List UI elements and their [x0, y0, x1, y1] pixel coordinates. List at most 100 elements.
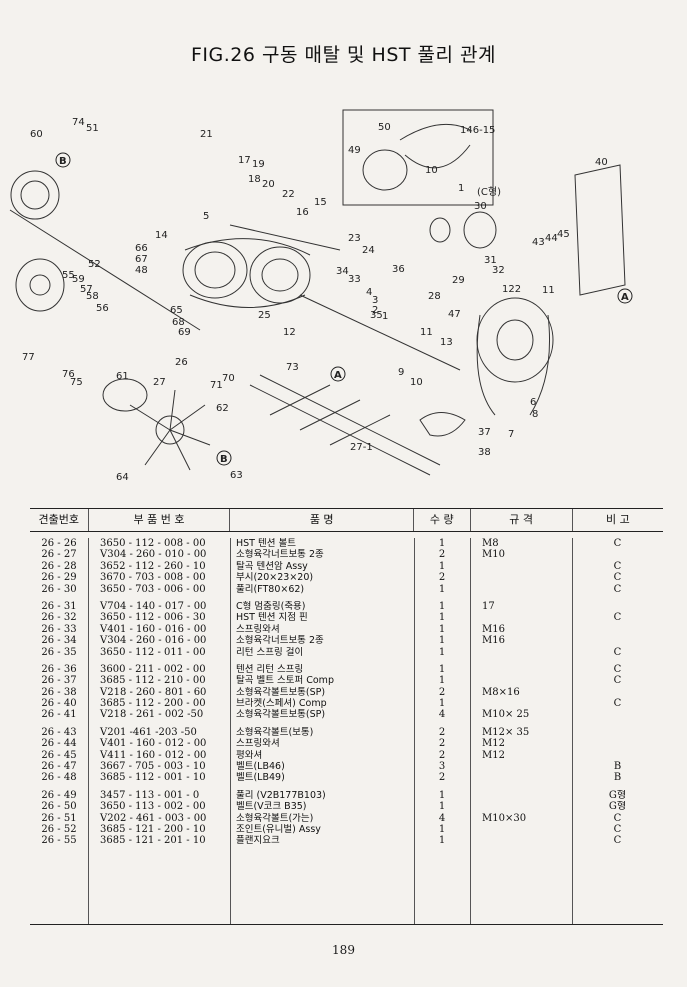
qty-cell: 1: [438, 835, 446, 847]
svg-text:34: 34: [336, 266, 349, 277]
svg-text:A: A: [334, 370, 342, 381]
svg-text:51: 51: [86, 123, 99, 134]
item-no-cell: 26 - 48: [41, 772, 77, 784]
part-name-cell: 소형육각너트보통 2종: [236, 635, 324, 647]
part-name-cell: 풀리(FT80×62): [236, 583, 305, 595]
svg-text:(C형): (C형): [477, 186, 501, 198]
part-no-cell: 3685 - 112 - 210 - 00: [100, 675, 206, 687]
item-no-cell: 26 - 50: [41, 801, 77, 813]
svg-text:40: 40: [595, 157, 608, 168]
item-no-cell: 26 - 38: [41, 686, 77, 698]
column-divider: [470, 538, 471, 924]
part-name-cell: 탈곡 텐션암 Assy: [236, 560, 308, 572]
spec-cell: M12× 35: [482, 726, 530, 738]
qty-cell: 2: [438, 686, 446, 698]
qty-cell: 2: [438, 726, 446, 738]
part-name-cell: 소형육각볼트보통(SP): [236, 709, 326, 721]
qty-cell: 3: [438, 761, 446, 773]
item-no-cell: 26 - 35: [41, 646, 77, 658]
spec-cell: M12: [482, 749, 505, 761]
svg-text:52: 52: [88, 259, 101, 270]
part-name-cell: 플랜지요크: [236, 835, 280, 847]
svg-text:71: 71: [210, 380, 223, 391]
svg-text:64: 64: [116, 472, 129, 483]
svg-text:20: 20: [262, 179, 275, 190]
svg-text:38: 38: [478, 447, 491, 458]
note-cell: [572, 624, 663, 635]
header-qty: 수 량: [414, 509, 471, 531]
item-no-cell: 26 - 51: [41, 812, 77, 824]
part-no-cell: V201 -461 -203 -50: [100, 726, 197, 738]
note-cell: C: [613, 538, 622, 549]
svg-text:146-15: 146-15: [460, 125, 495, 136]
svg-text:25: 25: [258, 310, 271, 321]
svg-text:35: 35: [370, 310, 383, 321]
note-cell: [572, 738, 663, 749]
figure-title: FIG.26 구동 매탈 및 HST 풀리 관계: [191, 44, 496, 66]
spec-cell: [470, 698, 572, 709]
svg-text:33: 33: [348, 274, 361, 285]
part-no-cell: 3650 - 112 - 006 - 30: [100, 612, 206, 624]
svg-text:15: 15: [314, 197, 327, 208]
note-cell: G형: [608, 789, 627, 801]
qty-cell: 4: [438, 812, 446, 824]
part-no-cell: V202 - 461 - 003 - 00: [100, 812, 207, 824]
part-name-cell: 풀리 (V2B177B103): [236, 789, 326, 801]
svg-text:55: 55: [62, 270, 75, 281]
svg-text:28: 28: [428, 291, 441, 302]
svg-text:21: 21: [200, 129, 213, 140]
spec-cell: M10: [482, 549, 505, 561]
svg-text:63: 63: [230, 470, 243, 481]
item-no-cell: 26 - 40: [41, 698, 77, 710]
part-name-cell: 브라켓(스페셔) Comp: [236, 698, 327, 710]
part-no-cell: 3685 - 121 - 200 - 10: [100, 823, 206, 835]
spec-cell: [470, 801, 572, 812]
header-part-no: 부 품 번 호: [89, 509, 231, 531]
item-no-cell: 26 - 49: [41, 789, 77, 801]
qty-cell: 1: [438, 560, 446, 572]
part-name-cell: 벨트(LB49): [236, 772, 285, 784]
svg-text:47: 47: [448, 309, 461, 320]
note-cell: C: [613, 646, 622, 658]
part-no-cell: V411 - 160 - 012 - 00: [100, 749, 207, 761]
spec-cell: [470, 612, 572, 623]
svg-text:73: 73: [286, 362, 299, 373]
svg-text:23: 23: [348, 233, 361, 244]
svg-text:50: 50: [378, 122, 391, 133]
item-no-cell: 26 - 26: [41, 538, 77, 549]
note-cell: C: [613, 663, 622, 675]
note-cell: C: [613, 812, 622, 824]
spec-cell: [470, 835, 572, 846]
part-no-cell: V704 - 140 - 017 - 00: [100, 600, 207, 612]
svg-text:10: 10: [425, 165, 438, 176]
spec-cell: [470, 584, 572, 595]
spec-cell: [470, 675, 572, 686]
note-cell: C: [613, 612, 622, 624]
svg-text:4: 4: [366, 287, 372, 298]
spec-cell: [470, 572, 572, 583]
item-no-cell: 26 - 43: [41, 726, 77, 738]
svg-text:27-1: 27-1: [350, 442, 373, 453]
column-divider: [88, 538, 89, 924]
part-no-cell: 3667 - 705 - 003 - 10: [100, 761, 206, 773]
item-no-cell: 26 - 52: [41, 823, 77, 835]
svg-text:3: 3: [372, 295, 378, 306]
part-name-cell: 소형육각볼트보통(SP): [236, 686, 326, 698]
item-no-cell: 26 - 36: [41, 663, 77, 675]
part-name-cell: HST 텐션 볼트: [236, 538, 296, 549]
qty-cell: 1: [438, 823, 446, 835]
note-cell: [572, 549, 663, 560]
